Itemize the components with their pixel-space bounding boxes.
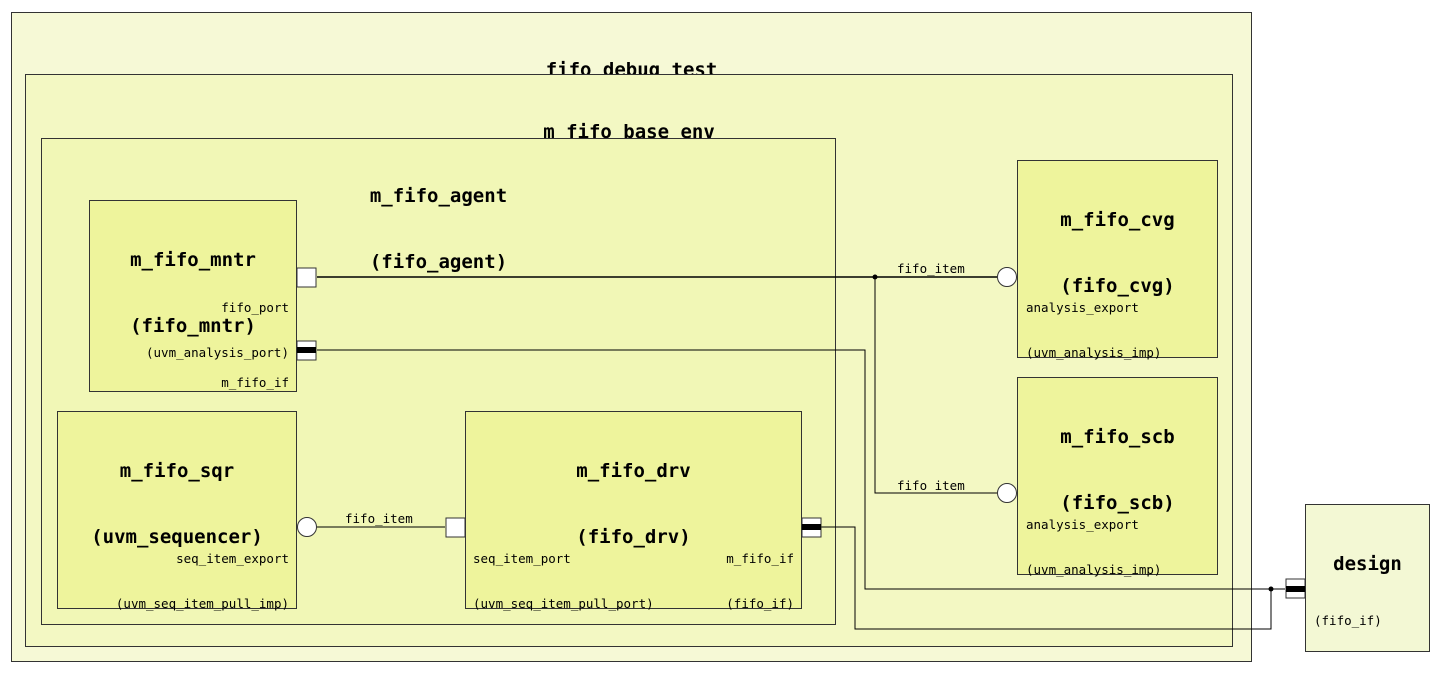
mntr-name: m_fifo_mntr — [130, 249, 256, 271]
sqr-name: m_fifo_sqr — [119, 460, 235, 482]
cvg-export-label: analysis_export (uvm_analysis_imp) — [1026, 270, 1161, 375]
design-if-type: (fifo_if) — [1314, 613, 1382, 628]
analysis-imp-icon — [997, 267, 1017, 287]
cvg-title: m_fifo_cvg (fifo_cvg) — [1018, 165, 1217, 341]
cvg-name: m_fifo_cvg — [1060, 209, 1175, 231]
wire-drv-if-to-design — [821, 526, 1272, 630]
pull-port-icon — [445, 517, 466, 538]
drv-port-name: seq_item_port — [473, 551, 571, 566]
design-component: design — [1305, 504, 1430, 652]
interface-bar-icon — [1286, 586, 1305, 592]
mntr-port-name: fifo_port — [221, 300, 289, 315]
sqr-export-label: seq_item_export (uvm_seq_item_pull_imp) — [116, 521, 289, 626]
scb-type: (fifo_scb) — [1060, 492, 1175, 514]
scb-export-label: analysis_export (uvm_analysis_imp) — [1026, 487, 1161, 592]
analysis-imp-icon — [997, 483, 1017, 503]
mntr-if-name: m_fifo_if — [221, 375, 289, 390]
design-name: design — [1333, 553, 1402, 575]
wire-mntr-if-to-design — [317, 349, 1285, 590]
drv-port-type: (uvm_seq_item_pull_port) — [473, 596, 654, 611]
drv-if-type: (fifo_if) — [726, 596, 794, 611]
sqr-export-name: seq_item_export — [176, 551, 289, 566]
drv-component: m_fifo_drv (fifo_drv) — [465, 411, 802, 609]
sqr-title: m_fifo_sqr (uvm_sequencer) — [58, 416, 296, 592]
design-title: design — [1306, 509, 1429, 619]
mntr-port-type: (uvm_analysis_port) — [146, 345, 289, 360]
drv-port-label: seq_item_port (uvm_seq_item_pull_port) — [473, 521, 654, 626]
sqr-export-type: (uvm_seq_item_pull_imp) — [115, 596, 289, 611]
conn-label-mntr-scb: fifo_item — [897, 478, 965, 493]
junction-dot — [1268, 586, 1274, 592]
scb-export-type: (uvm_analysis_imp) — [1026, 562, 1162, 577]
scb-component: m_fifo_scb (fifo_scb) — [1017, 377, 1218, 575]
mntr-component: m_fifo_mntr (fifo_mntr) — [89, 200, 297, 392]
drv-if-name: m_fifo_if — [726, 551, 794, 566]
agent-type: (fifo_agent) — [369, 251, 508, 273]
conn-label-mntr-cvg: fifo_item — [897, 261, 965, 276]
interface-bar-icon — [802, 524, 821, 530]
drv-name: m_fifo_drv — [576, 460, 691, 482]
mntr-port-label: fifo_port (uvm_analysis_port) — [146, 270, 289, 375]
wire-mntr-to-scb — [874, 277, 997, 494]
cvg-export-name: analysis_export — [1026, 300, 1139, 315]
mntr-title: m_fifo_mntr (fifo_mntr) — [90, 205, 296, 381]
drv-type: (fifo_drv) — [576, 526, 691, 548]
sqr-component: m_fifo_sqr (uvm_sequencer) — [57, 411, 297, 609]
drv-title: m_fifo_drv (fifo_drv) — [466, 416, 801, 592]
agent-name: m_fifo_agent — [369, 185, 508, 207]
junction-dot — [872, 274, 878, 280]
conn-label-sqr-drv: fifo_item — [345, 511, 413, 526]
env-name: m_fifo_base_env — [543, 121, 715, 143]
cvg-type: (fifo_cvg) — [1060, 275, 1175, 297]
cvg-export-type: (uvm_analysis_imp) — [1026, 345, 1162, 360]
drv-if-label: m_fifo_if (fifo_if) — [726, 521, 794, 626]
mntr-type: (fifo_mntr) — [130, 315, 256, 337]
cvg-component: m_fifo_cvg (fifo_cvg) — [1017, 160, 1218, 358]
export-imp-icon — [297, 517, 317, 537]
analysis-port-icon — [296, 267, 317, 288]
scb-title: m_fifo_scb (fifo_scb) — [1018, 382, 1217, 558]
scb-name: m_fifo_scb — [1060, 426, 1175, 448]
design-if-label: (fifo_if) — [1314, 583, 1382, 643]
interface-bar-icon — [297, 347, 316, 353]
sqr-type: (uvm_sequencer) — [91, 526, 263, 548]
scb-export-name: analysis_export — [1026, 517, 1139, 532]
agent-title: m_fifo_agent (fifo_agent) — [42, 141, 835, 317]
